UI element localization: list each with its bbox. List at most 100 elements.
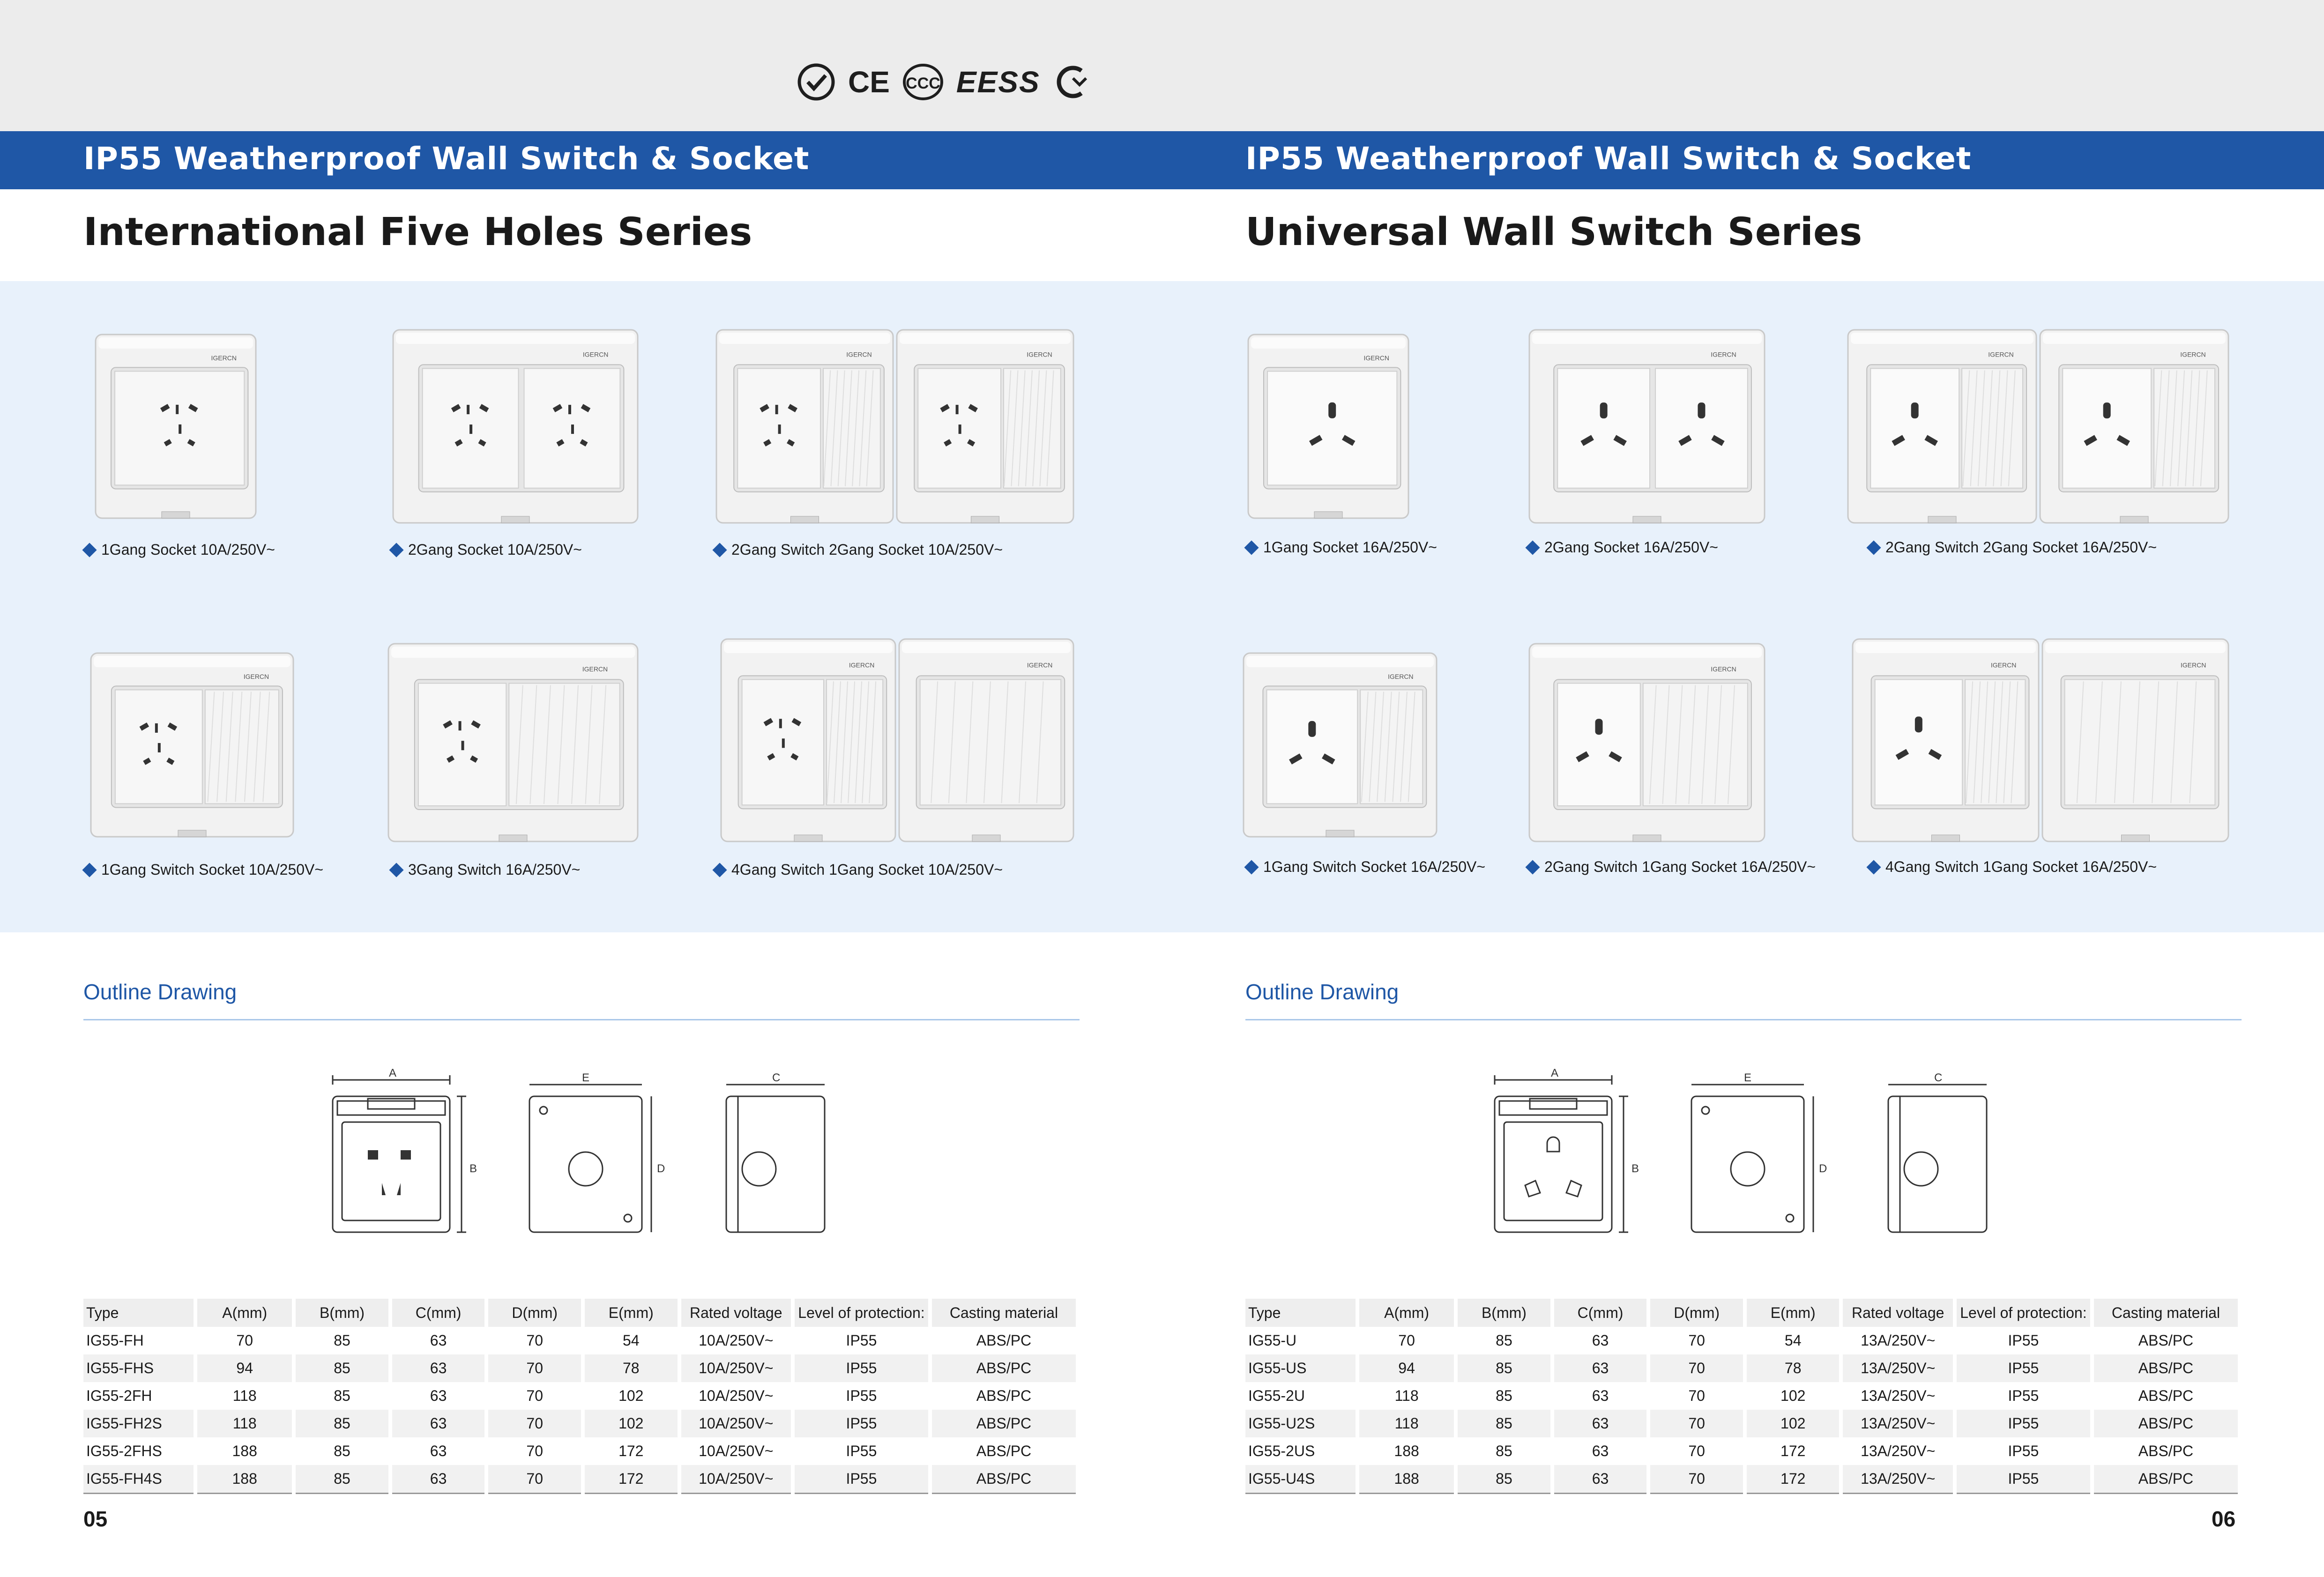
table-cell: 70 [1357, 1327, 1458, 1354]
table-cell: 54 [1744, 1327, 1843, 1354]
table-cell: IP55 [1954, 1410, 2094, 1437]
table-cell: 63 [1552, 1465, 1651, 1494]
right-outline-title: Outline Drawing [1245, 980, 1399, 1004]
table-cell: IG55-FH4S [83, 1465, 198, 1494]
table-cell: IP55 [792, 1327, 932, 1354]
column-header: D(mm) [1648, 1299, 1747, 1327]
table-cell: 78 [583, 1354, 681, 1382]
bullet-diamond-icon [82, 542, 97, 558]
table-cell: 70 [1648, 1437, 1747, 1465]
left-outline-drawing: A B E D C [332, 1067, 826, 1233]
table-cell: 10A/250V~ [679, 1410, 795, 1437]
table-cell: 188 [195, 1437, 296, 1465]
table-cell: ABS/PC [930, 1410, 1080, 1437]
table-cell: 63 [1552, 1437, 1651, 1465]
table-cell: 85 [294, 1410, 392, 1437]
table-cell: 10A/250V~ [679, 1327, 795, 1354]
svg-text:IGERCN: IGERCN [1711, 351, 1736, 358]
table-cell: 13A/250V~ [1841, 1354, 1957, 1382]
table-cell: ABS/PC [2092, 1437, 2242, 1465]
right-product-caption-1: 1Gang Socket 16A/250V~ [1244, 539, 1437, 556]
table-cell: 85 [294, 1327, 392, 1354]
right-outline-divider [1245, 1019, 2242, 1020]
right-product-image-4: IGERCN [1243, 652, 1438, 838]
table-cell: 94 [195, 1354, 296, 1382]
table-cell: 85 [1456, 1354, 1554, 1382]
left-product-caption-4: 1Gang Switch Socket 10A/250V~ [82, 861, 323, 878]
table-cell: 13A/250V~ [1841, 1327, 1957, 1354]
table-cell: IP55 [792, 1437, 932, 1465]
column-header: A(mm) [1357, 1299, 1458, 1327]
table-cell: IP55 [792, 1465, 932, 1494]
table-cell: 85 [1456, 1410, 1554, 1437]
svg-text:B: B [469, 1162, 477, 1175]
table-cell: 70 [195, 1327, 296, 1354]
title-band [0, 131, 2324, 189]
table-cell: IG55-FH [83, 1327, 198, 1354]
table-cell: 70 [486, 1465, 585, 1494]
table-cell: 172 [1744, 1437, 1843, 1465]
table-cell: 10A/250V~ [679, 1465, 795, 1494]
c-mark-icon [1052, 62, 1092, 102]
table-cell: 172 [1744, 1465, 1843, 1494]
table-cell: 118 [1357, 1410, 1458, 1437]
table-cell: 85 [1456, 1327, 1554, 1354]
right-product-image-2: IGERCN [1528, 329, 1765, 524]
bullet-diamond-icon [712, 862, 727, 878]
svg-text:E: E [582, 1071, 589, 1084]
svg-text:D: D [657, 1162, 665, 1175]
table-cell: IP55 [1954, 1437, 2094, 1465]
svg-text:IGERCN: IGERCN [244, 673, 269, 680]
table-cell: 63 [1552, 1327, 1651, 1354]
table-cell: 63 [390, 1382, 489, 1410]
column-header: Rated voltage [1841, 1299, 1957, 1327]
svg-text:IGERCN: IGERCN [2181, 661, 2206, 669]
svg-text:IGERCN: IGERCN [582, 665, 608, 673]
table-cell: 70 [486, 1354, 585, 1382]
bullet-diamond-icon [389, 862, 404, 878]
right-product-caption-5: 2Gang Switch 1Gang Socket 16A/250V~ [1525, 858, 1816, 876]
table-cell: 63 [390, 1354, 489, 1382]
table-cell: IG55-U4S [1245, 1465, 1360, 1494]
svg-text:C: C [1934, 1071, 1942, 1084]
table-cell: 63 [1552, 1354, 1651, 1382]
table-cell: IG55-U [1245, 1327, 1360, 1354]
svg-text:IGERCN: IGERCN [211, 354, 237, 362]
table-cell: 10A/250V~ [679, 1354, 795, 1382]
table-cell: IG55-2US [1245, 1437, 1360, 1465]
right-series-title: Universal Wall Switch Series [1245, 210, 1862, 254]
right-product-caption-4: 1Gang Switch Socket 16A/250V~ [1244, 858, 1485, 876]
bullet-diamond-icon [1866, 540, 1881, 555]
table-cell: IP55 [1954, 1382, 2094, 1410]
table-cell: 118 [1357, 1382, 1458, 1410]
column-header: Type [1245, 1299, 1360, 1327]
column-header: A(mm) [195, 1299, 296, 1327]
table-cell: 70 [1648, 1382, 1747, 1410]
left-product-caption-5: 3Gang Switch 16A/250V~ [389, 861, 580, 878]
table-cell: 102 [583, 1382, 681, 1410]
left-product-caption-2: 2Gang Socket 10A/250V~ [389, 541, 582, 558]
svg-text:D: D [1819, 1162, 1827, 1175]
table-cell: IG55-2FH [83, 1382, 198, 1410]
table-cell: 10A/250V~ [679, 1382, 795, 1410]
table-cell: 85 [1456, 1465, 1554, 1494]
bullet-diamond-icon [389, 542, 404, 558]
table-cell: 102 [1744, 1410, 1843, 1437]
table-cell: 172 [583, 1437, 681, 1465]
column-header: E(mm) [1744, 1299, 1843, 1327]
left-product-caption-6: 4Gang Switch 1Gang Socket 10A/250V~ [712, 861, 1003, 878]
right-band-title: IP55 Weatherproof Wall Switch & Socket [1245, 141, 1972, 177]
table-cell: IP55 [792, 1410, 932, 1437]
left-product-image-1: IGERCN [95, 334, 257, 519]
table-cell: ABS/PC [930, 1327, 1080, 1354]
bullet-diamond-icon [82, 862, 97, 878]
